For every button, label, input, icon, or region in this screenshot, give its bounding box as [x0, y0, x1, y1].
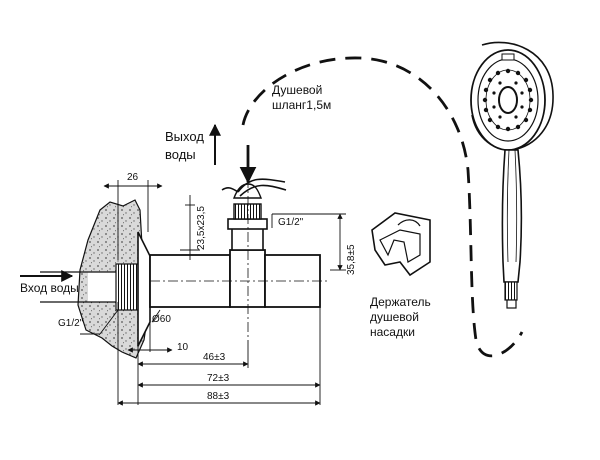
- holder-line-1: Держатель: [370, 295, 431, 309]
- hose-line-2: шланг1,5м: [272, 98, 332, 112]
- dim-total-len: 88±3: [207, 391, 230, 402]
- shower-holder: [371, 212, 431, 277]
- flange: [137, 231, 151, 347]
- hose-label: Душевой шланг1,5м: [272, 83, 331, 113]
- water-out-line-2: воды: [165, 146, 196, 162]
- dim-height: 35,8±5: [346, 244, 357, 275]
- dim-outlet-pos: 46±3: [203, 352, 226, 363]
- hose-line-1: Душевой: [272, 83, 323, 97]
- water-in-label: Вход воды: [20, 281, 79, 295]
- hose-path: [241, 56, 524, 358]
- dim-flange-gap: 10: [177, 342, 189, 353]
- shower-head: [470, 41, 554, 309]
- dim-wall-depth: 26: [127, 172, 139, 183]
- water-out-label: Выход воды: [165, 128, 204, 163]
- dim-flange-dia: Ø60: [152, 314, 171, 325]
- thread-bottom-label: G1/2": [58, 318, 84, 329]
- thread-top-label: G1/2": [278, 217, 304, 228]
- dim-square: 23,5х23,5: [196, 206, 207, 250]
- holder-line-2: душевой: [370, 310, 419, 324]
- holder-line-3: насадки: [370, 325, 415, 339]
- valve-body: [149, 249, 330, 308]
- outlet-pipe: [221, 160, 287, 340]
- holder-label: Держатель душевой насадки: [370, 295, 431, 340]
- dim-body-len: 72±3: [207, 373, 230, 384]
- water-out-line-1: Выход: [165, 129, 204, 144]
- dimension-lines: [80, 180, 346, 406]
- wall-thread: [115, 263, 139, 311]
